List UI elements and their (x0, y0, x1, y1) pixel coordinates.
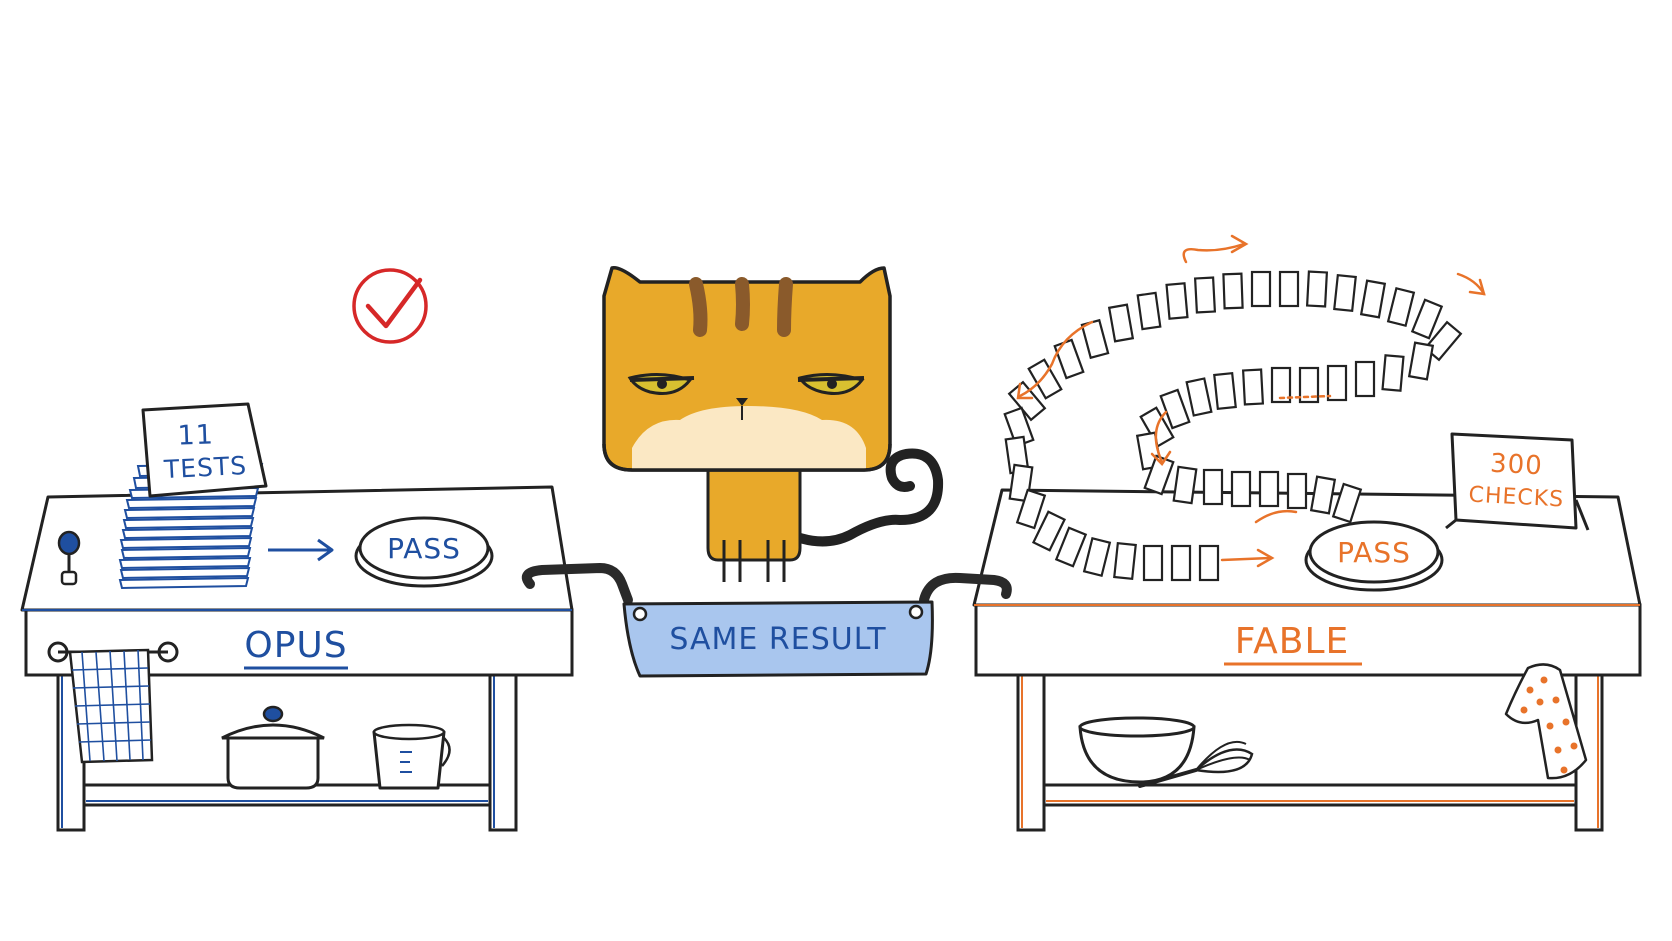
sign-count: 300 (1489, 449, 1543, 482)
fable-label: FABLE (1235, 621, 1350, 662)
pass-plate (1304, 520, 1444, 592)
arrow-icon (268, 538, 334, 562)
pass-plate (354, 516, 494, 588)
cat-character (602, 266, 944, 582)
opus-table: 11 TESTS PASS OPUS (20, 402, 574, 832)
card-count: 11 (177, 419, 214, 451)
test-card-stack (118, 402, 268, 590)
mixing-bowl-icon (1078, 716, 1196, 784)
opus-label: OPUS (244, 625, 347, 666)
sign-word: CHECKS (1468, 483, 1565, 513)
measuring-cup-icon (372, 723, 451, 790)
same-result-banner (522, 562, 1012, 678)
towel-icon (47, 641, 179, 764)
towel-icon (1504, 663, 1588, 780)
checks-sign (1445, 432, 1590, 531)
card-word: TESTS (162, 451, 247, 484)
cooking-pot-icon (221, 705, 325, 790)
motion-arrows (1016, 234, 1486, 568)
banner-label: SAME RESULT (669, 622, 886, 657)
fable-table: PASS 300 CHECKS FABLE (972, 432, 1642, 832)
pass-label-left: PASS (387, 532, 461, 565)
domino-chain (1003, 270, 1463, 582)
pass-label-right: PASS (1337, 536, 1411, 569)
checkmark-icon (352, 268, 428, 344)
knob-icon (57, 530, 81, 586)
whisk-icon (1138, 740, 1254, 788)
